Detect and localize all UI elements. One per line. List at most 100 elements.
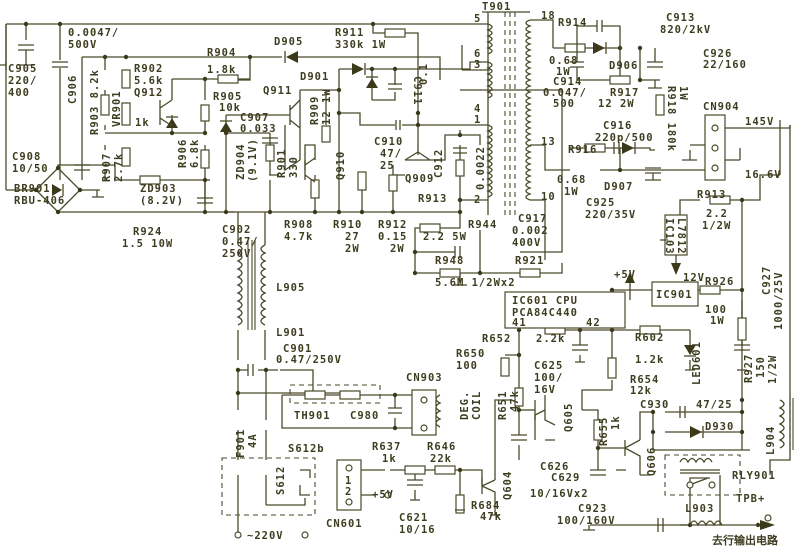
label-ic103-value: L7812 [675, 218, 687, 255]
label-c906: C906 [67, 75, 79, 104]
label-r909: R909 [309, 96, 321, 125]
label-r917-value: 12 2W [598, 98, 635, 110]
label-cn601: CN601 [326, 518, 363, 530]
label-c917-value: 0.002 [512, 225, 549, 237]
label-q912: Q912 [134, 87, 163, 99]
label-ic901: IC901 [656, 289, 693, 301]
relay-rly901 [664, 454, 741, 496]
resistor-c980-pair [339, 390, 361, 400]
label-r927: R927 [743, 354, 755, 383]
resistor-r902 [121, 69, 131, 89]
label-r655-value: 1k [610, 415, 622, 430]
label-145v: 145V [745, 116, 774, 128]
label-coil: COIL [471, 391, 483, 420]
resistor-r907 [121, 147, 131, 167]
label-r916-value2: 1W [564, 186, 579, 198]
diode-d901b [366, 76, 378, 88]
transistor-q910 [304, 157, 316, 183]
label-r904-value: 1.8k [207, 64, 236, 76]
label-f901: F901 [235, 429, 247, 458]
label-q910: Q910 [335, 151, 347, 180]
inductor-l903 [689, 520, 723, 527]
resistor-r909 [321, 125, 331, 143]
label-c905-value2: 400 [8, 87, 30, 99]
led-led601 [684, 345, 696, 357]
label-q605: Q605 [563, 403, 575, 432]
label-r916: R916 [568, 144, 597, 156]
label-d905: D905 [274, 36, 303, 48]
label-c923: C923 [578, 503, 607, 515]
label-c925: C925 [586, 197, 615, 209]
label-zd903: ZD903 [140, 183, 177, 195]
resistor-r914 [564, 43, 586, 53]
label-output-note: 去行输出电路 [712, 533, 779, 547]
12v-arrow-icon [671, 263, 681, 275]
label-r918: R918 180k [665, 86, 677, 152]
label-q909: Q909 [405, 173, 434, 185]
label-f901-value: 4A [247, 433, 259, 448]
label-cn903: CN903 [406, 372, 443, 384]
label-pin18: 18 [541, 10, 556, 22]
label-zd903-value: (8.2V) [140, 195, 184, 207]
label-c621: C621 [399, 512, 428, 524]
label-c916: C916 [603, 120, 632, 132]
label-s612: S612 [275, 466, 287, 495]
label-br901-value: RBU-406 [14, 195, 65, 207]
label-r654: R654 [630, 374, 659, 386]
resistor-r924 [139, 175, 161, 185]
label-pin5: 5 [474, 13, 481, 25]
diodes [52, 42, 704, 438]
resistor-r903 [100, 94, 110, 116]
label-r911-value: 330k 1W [335, 39, 386, 51]
resistor-r921 [519, 268, 541, 278]
label-c911: C911 [411, 76, 423, 105]
label-r913b-value: 2.2 [706, 208, 728, 220]
output-arrow-icon [760, 520, 775, 530]
label-pin6: 6 [474, 48, 481, 60]
label-r913b-value2: 1/2W [702, 220, 731, 232]
label-led601: LED601 [691, 341, 703, 385]
capacitor-c916 [613, 142, 620, 154]
ic-ic901 [651, 281, 699, 307]
label-r924-value: 1.5 10W [122, 238, 173, 250]
label-c913: C913 [666, 12, 695, 24]
resistor-r904 [217, 74, 239, 84]
label-c902-value: 0.47/ [222, 236, 259, 248]
zener-zd903 [166, 116, 178, 128]
label-r913b: R913 [697, 189, 726, 201]
label-r650-value: 100 [456, 360, 478, 372]
capacitor-c930 [679, 406, 686, 418]
label-r905-value: 10k [219, 102, 241, 114]
label-c914-value2: 500 [553, 98, 575, 110]
label-r926-value2: 1W [710, 315, 725, 327]
label-vr901-value: 1k [135, 117, 150, 129]
capacitor-c923 [657, 518, 664, 532]
capacitor-c902 [197, 197, 213, 204]
resistor-r948 [439, 268, 461, 278]
diode-d907 [622, 142, 636, 154]
label-r602-value: 1.2k [635, 354, 664, 366]
ground-symbols [18, 64, 747, 531]
capacitor-c905 [18, 44, 34, 65]
capacitor-c626 [511, 434, 527, 441]
label-c626: C626 [540, 461, 569, 473]
resistor-r646 [434, 465, 456, 475]
label-pin10: 10 [541, 191, 556, 203]
bridge-diode-br901 [52, 184, 64, 196]
label-r926: R926 [705, 276, 734, 288]
label-pin4: 4 [474, 103, 481, 115]
label-r910: R910 [333, 219, 362, 231]
label-cn904: CN904 [703, 101, 740, 113]
deg-coil [435, 394, 442, 428]
resistor-r602 [639, 325, 661, 335]
resistor-r913b [709, 195, 731, 205]
resistor-r901 [265, 144, 275, 162]
capacitor-c917 [454, 246, 461, 258]
label-r948-value: 5.6M 1/2Wx2 [435, 277, 516, 289]
transistor-q912 [159, 99, 173, 127]
label-r913a: R913 [418, 193, 447, 205]
label-q604: Q604 [502, 471, 514, 500]
resistor-r684 [455, 494, 465, 514]
label-r908: R908 [284, 219, 313, 231]
label-c930: C930 [640, 399, 669, 411]
